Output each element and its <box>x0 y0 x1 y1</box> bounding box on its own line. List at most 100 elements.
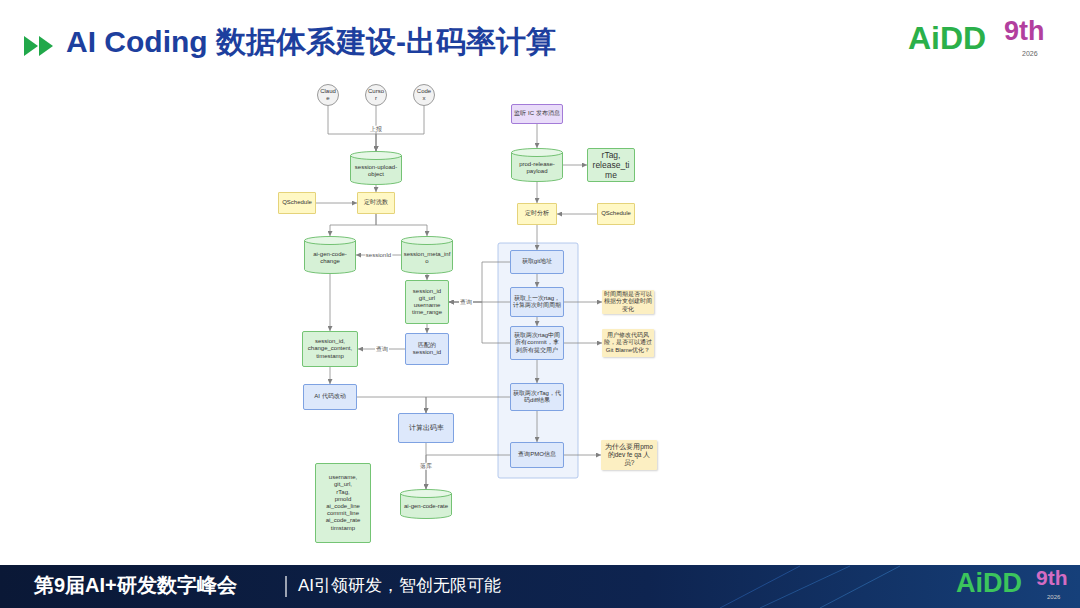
node-text: 时间周期是否可以根据分支创建时间变化 <box>604 291 652 313</box>
flow-connector <box>537 182 538 203</box>
flow-connector <box>376 185 377 192</box>
data-box: session_id git_url username time_range <box>405 280 449 324</box>
note-sticky: 为什么要用pmo的dev fe qa 人员? <box>601 440 657 470</box>
schedule-box: QSchedule <box>597 203 635 225</box>
flow-connector <box>426 397 510 413</box>
flow-connector <box>330 367 331 384</box>
flow-connector <box>537 360 538 383</box>
flow-connector <box>426 455 510 489</box>
node-text: session_meta_info <box>403 251 451 265</box>
source-circle: Cursor <box>365 84 387 106</box>
process-box: 计算出码率 <box>398 413 454 443</box>
flow-connector <box>330 214 376 236</box>
process-box: 获取git地址 <box>510 250 564 274</box>
flow-connector <box>376 214 427 236</box>
node-text: 匹配的 session_id <box>408 342 446 356</box>
connector-label: 上报 <box>369 125 383 132</box>
process-box: 查询PMO信息 <box>510 442 564 468</box>
node-text: 监听 IC 发布消息 <box>514 110 559 117</box>
flow-connector <box>449 262 510 302</box>
flow-connector <box>316 203 357 204</box>
analysis-band <box>498 243 578 478</box>
node-text: 获取两次rtag中间所有commit，拿到所有提交用户 <box>513 332 561 354</box>
flow-connector <box>557 214 597 215</box>
flow-connector <box>537 317 538 326</box>
process-box: 获取两次rTag，代码diff结果 <box>510 383 564 411</box>
schedule-box: 定时分析 <box>517 203 557 225</box>
slide-title: AI Coding 数据体系建设-出码率计算 <box>66 27 556 57</box>
node-text: prod-release-payload <box>513 161 561 175</box>
storage-cylinder: ai-gen-code-change <box>304 236 356 274</box>
node-text: 获取上一次rtag，计算两次时间周期 <box>513 295 561 309</box>
node-text: 定时洗数 <box>364 199 388 206</box>
cylinder-top <box>402 237 453 245</box>
banner-streak <box>820 566 900 608</box>
storage-cylinder: session-upload-object <box>350 151 402 185</box>
node-text: 为什么要用pmo的dev fe qa 人员? <box>603 443 655 466</box>
node-text: 定时分析 <box>525 210 549 217</box>
cylinder-body <box>402 241 453 274</box>
flow-connector <box>449 302 510 343</box>
node-text: 获取git地址 <box>522 258 552 265</box>
flow-connector <box>427 324 428 333</box>
event-box: 监听 IC 发布消息 <box>511 104 563 124</box>
process-box: AI 代码改动 <box>303 384 357 410</box>
node-text: ai-gen-code-change <box>306 251 354 265</box>
cylinder-top <box>512 149 563 157</box>
process-box: 获取两次rtag中间所有commit，拿到所有提交用户 <box>510 326 564 360</box>
process-box: 匹配的 session_id <box>405 333 449 365</box>
flow-connector <box>376 106 424 151</box>
node-text: AI 代码改动 <box>314 393 345 400</box>
note-sticky: 时间周期是否可以根据分支创建时间变化 <box>602 290 654 314</box>
footer-banner <box>0 565 1080 608</box>
node-text: session-upload-object <box>352 164 400 178</box>
flow-connector <box>564 302 602 303</box>
title-icon <box>24 36 38 56</box>
node-text: session_id git_url username time_range <box>408 288 446 317</box>
note-sticky: 用户修改代码风险，是否可以通过Git Blame优化？ <box>602 329 654 357</box>
node-text: Claude <box>320 88 336 102</box>
connector-label: 查询 <box>375 346 389 353</box>
node-text: QSchedule <box>601 210 631 217</box>
source-circle: Claude <box>317 84 339 106</box>
node-text: ai-gen-code-rate <box>404 503 448 510</box>
flow-connector <box>537 225 538 250</box>
logo-year: 2026 <box>1047 594 1060 600</box>
flow-connector <box>357 397 426 413</box>
logo-text: AiDD <box>956 570 1022 597</box>
flow-connector <box>563 165 587 166</box>
node-text: 查询PMO信息 <box>518 451 556 458</box>
logo-text: AiDD <box>908 22 986 54</box>
title-icon <box>39 36 53 56</box>
logo-edition: 9th <box>1036 567 1068 588</box>
node-text: username, git_url, rTag, pmoId ai_code_l… <box>318 474 368 532</box>
logo-year: 2026 <box>1022 50 1038 57</box>
cylinder-top <box>305 237 356 245</box>
flow-connector <box>537 411 538 442</box>
cylinder-top <box>401 490 452 498</box>
flow-connector <box>537 274 538 287</box>
flow-connector <box>330 274 331 331</box>
banner-streak <box>760 566 850 608</box>
connector-label: 落库 <box>419 463 433 470</box>
flow-connector <box>564 455 601 456</box>
banner-streak <box>720 566 800 608</box>
node-text: session_id, change_content, timestamp <box>305 338 355 360</box>
cylinder-top <box>351 152 402 160</box>
process-box: 获取上一次rtag，计算两次时间周期 <box>510 287 564 317</box>
node-text: Cursor <box>368 88 384 102</box>
cylinder-body <box>305 241 356 274</box>
schedule-box: 定时洗数 <box>357 192 395 214</box>
data-box: username, git_url, rTag, pmoId ai_code_l… <box>315 463 371 543</box>
connector-label: sessionId <box>365 252 392 259</box>
node-text: 用户修改代码风险，是否可以通过Git Blame优化？ <box>604 332 652 354</box>
source-circle: Codex <box>413 84 435 106</box>
flow-connector <box>564 343 602 344</box>
flow-connector <box>537 124 538 148</box>
data-box: session_id, change_content, timestamp <box>302 331 358 367</box>
connector-label: 查询 <box>459 299 473 306</box>
node-text: Codex <box>416 88 432 102</box>
logo-edition: 9th <box>1004 18 1045 45</box>
node-text: 获取两次rTag，代码diff结果 <box>513 390 561 404</box>
node-text: QSchedule <box>282 199 312 206</box>
